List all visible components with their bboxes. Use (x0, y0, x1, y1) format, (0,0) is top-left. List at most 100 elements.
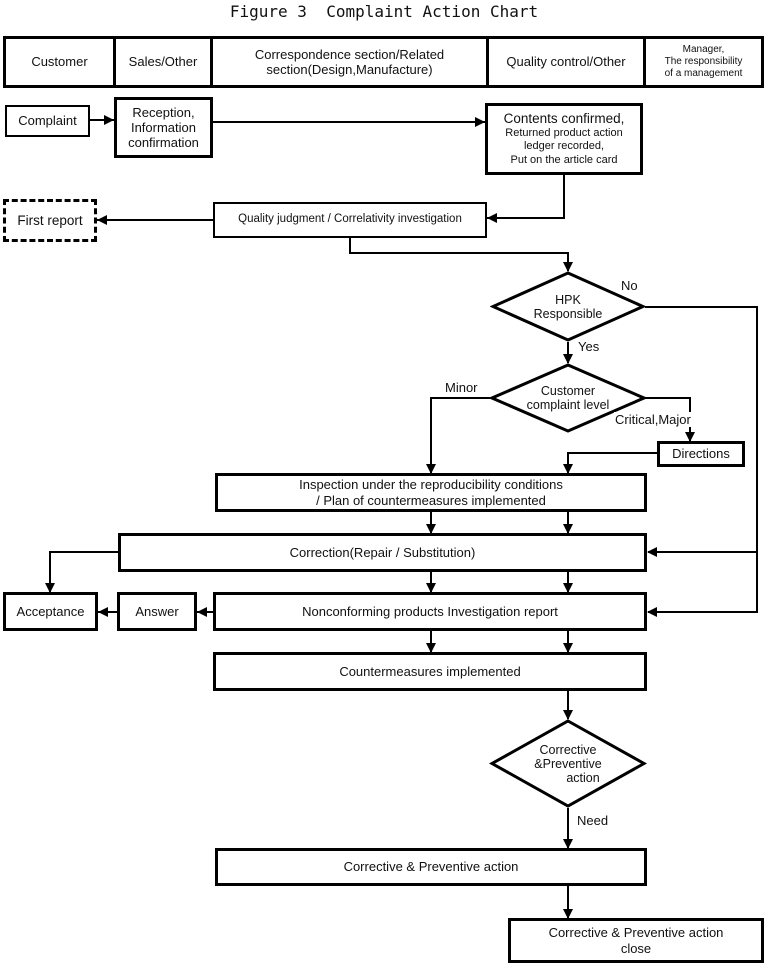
arrowhead (647, 547, 657, 557)
node-line: Put on the article card (510, 153, 618, 166)
node-line: Corrective (539, 742, 597, 757)
flow-line (430, 397, 432, 473)
flow-line (90, 119, 114, 121)
edge-label-critical-major: Critical,Major (614, 412, 692, 427)
flow-line (756, 306, 758, 613)
diamond-text: Customer complaint level (489, 363, 647, 433)
arrowhead (563, 464, 573, 474)
node-title: Contents confirmed, (503, 111, 625, 127)
corrective-action-node: Corrective & Preventive action (215, 848, 647, 886)
flow-line (349, 252, 569, 254)
lane-label-line: Manager, (682, 44, 725, 56)
correction-node: Correction(Repair / Substitution) (118, 533, 647, 572)
flow-line (563, 175, 565, 219)
arrowhead (563, 909, 573, 919)
arrowhead (563, 262, 573, 272)
arrowhead (563, 643, 573, 653)
diamond-shape (489, 719, 647, 808)
arrowhead (487, 213, 497, 223)
node-line: Customer (540, 384, 596, 398)
flow-line (567, 342, 569, 363)
arrowhead (563, 524, 573, 534)
node-line: Returned product action (505, 127, 623, 140)
diamond-shape (489, 363, 647, 433)
arrowhead (197, 607, 207, 617)
flow-line (567, 808, 569, 848)
flow-line (567, 631, 569, 652)
corrective-close-node: Corrective & Preventive action close (508, 918, 764, 963)
flow-line (567, 886, 569, 918)
node-label: First report (17, 212, 83, 228)
flow-line (645, 306, 758, 308)
directions-node: Directions (657, 441, 745, 467)
flow-line (430, 397, 490, 399)
contents-confirmed-node: Contents confirmed, Returned product act… (485, 103, 643, 175)
flow-line (567, 252, 569, 271)
arrowhead (426, 583, 436, 593)
flow-line (213, 121, 485, 123)
node-label: Nonconforming products Investigation rep… (302, 603, 558, 619)
corrective-preventive-decision: Corrective &Preventive action (489, 719, 647, 808)
flow-line (648, 551, 758, 553)
node-line: Information (130, 119, 197, 135)
edge-label-need: Need (576, 813, 610, 828)
answer-node: Answer (117, 592, 197, 631)
flow-line (49, 551, 118, 553)
quality-judgment-node: Quality judgment / Correlativity investi… (213, 202, 487, 238)
node-line: HPK (555, 292, 581, 307)
lane-label-line: of a management (664, 67, 743, 79)
node-line: &Preventive (534, 756, 602, 771)
flow-line (49, 551, 51, 592)
inspection-node: Inspection under the reproducibility con… (215, 473, 647, 512)
node-line: ledger recorded, (523, 140, 605, 153)
lane-customer: Customer (6, 39, 116, 85)
node-line: close (620, 940, 652, 956)
node-label: Acceptance (16, 603, 85, 619)
node-line: action (566, 770, 600, 785)
lane-label: Customer (31, 54, 88, 70)
flow-line (567, 512, 569, 533)
flow-line (487, 217, 565, 219)
arrowhead (563, 354, 573, 364)
lane-correspondence-section: Correspondence section/Related section(D… (213, 39, 489, 85)
acceptance-node: Acceptance (3, 592, 98, 631)
flow-line (567, 452, 569, 473)
hpk-responsible-decision: HPK Responsible (490, 271, 646, 342)
node-line: Reception, (132, 104, 195, 120)
node-label: Directions (672, 446, 730, 462)
flow-line (430, 572, 432, 592)
first-report-node: First report (3, 199, 97, 242)
node-label: Correction(Repair / Substitution) (289, 544, 476, 560)
flow-line (349, 238, 351, 254)
node-line: complaint level (526, 398, 610, 412)
node-line: / Plan of countermeasures implemented (316, 492, 546, 508)
node-line: confirmation (128, 135, 199, 151)
nonconforming-report-node: Nonconforming products Investigation rep… (213, 592, 647, 631)
flow-line (430, 631, 432, 652)
arrowhead (426, 643, 436, 653)
lane-sales-other: Sales/Other (116, 39, 213, 85)
lane-label: Quality control/Other (506, 54, 626, 70)
complaint-node: Complaint (5, 105, 90, 137)
node-line: Corrective & Preventive action (548, 925, 724, 941)
lane-label-line: The responsibility (664, 56, 743, 68)
arrowhead (563, 839, 573, 849)
flow-line (97, 219, 213, 221)
lane-label-line: Correspondence section/Related (254, 46, 445, 62)
arrowhead (685, 432, 695, 442)
arrowhead (647, 607, 657, 617)
flow-line (567, 691, 569, 719)
lane-label: Sales/Other (128, 54, 198, 70)
diamond-text: Corrective &Preventive action (489, 719, 647, 808)
flow-line (430, 512, 432, 533)
swimlane-header: Customer Sales/Other Correspondence sect… (3, 36, 764, 88)
arrowhead (563, 583, 573, 593)
arrowhead (45, 583, 55, 593)
edge-label-no: No (620, 278, 639, 293)
node-label: Answer (135, 603, 179, 619)
arrowhead (426, 464, 436, 474)
node-line: Responsible (533, 306, 603, 321)
arrowhead (563, 710, 573, 720)
figure-title: Figure 3 Complaint Action Chart (229, 2, 539, 21)
